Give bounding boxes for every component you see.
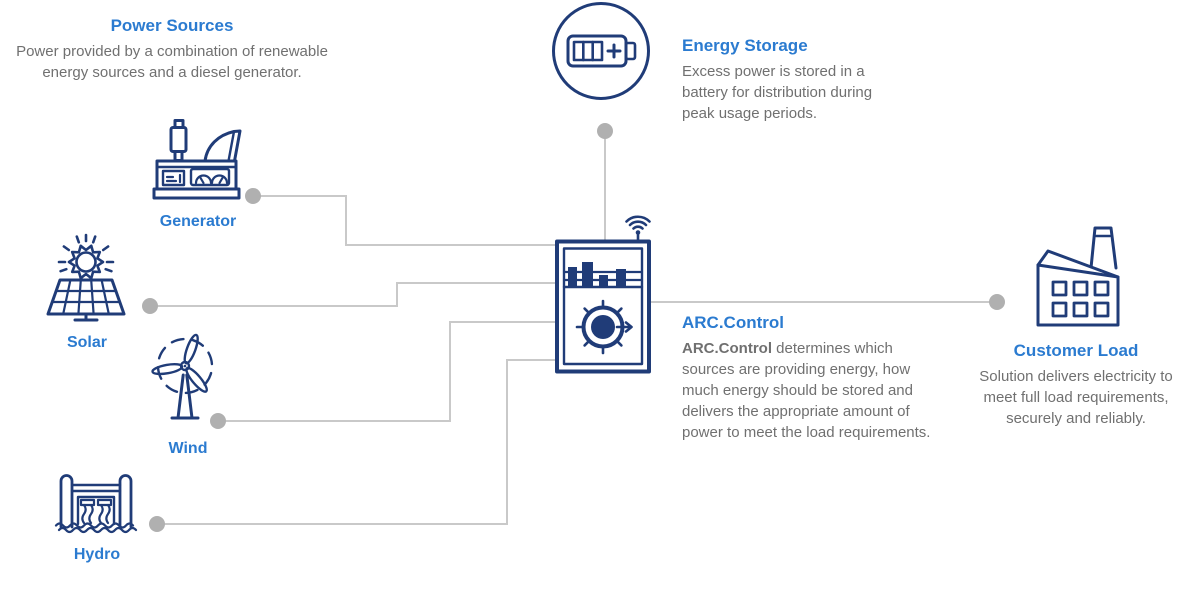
hydro-label: Hydro bbox=[73, 546, 121, 563]
energy-storage-block: Energy Storage Excess power is stored in… bbox=[682, 36, 900, 124]
control-wheel-icon bbox=[575, 299, 633, 355]
power-sources-title: Power Sources bbox=[110, 16, 234, 35]
connector-generator-to-control bbox=[253, 195, 556, 246]
control-description: ARC.Control determines which sources are… bbox=[682, 338, 938, 443]
power-sources-description: Power provided by a combination of renew… bbox=[16, 43, 328, 81]
wind-turbine-icon bbox=[147, 333, 223, 427]
control-description-rest: determines which sources are providing e… bbox=[682, 340, 931, 441]
hydro-dam-icon bbox=[53, 468, 139, 534]
connector-node-dot bbox=[989, 294, 1005, 310]
connector-node-dot bbox=[149, 516, 165, 532]
solar-label: Solar bbox=[66, 334, 107, 351]
antenna-wifi-icon bbox=[625, 215, 651, 243]
bar-chart-icon bbox=[562, 262, 644, 289]
energy-storage-title: Energy Storage bbox=[682, 36, 808, 55]
energy-storage-description: Excess power is stored in a battery for … bbox=[682, 63, 873, 122]
control-title: ARC.Control bbox=[682, 313, 784, 332]
generator-label: Generator bbox=[159, 213, 237, 230]
factory-icon bbox=[1028, 224, 1124, 328]
connector-wind-to-control bbox=[218, 321, 556, 422]
connector-node-dot bbox=[597, 123, 613, 139]
connector-node-dot bbox=[210, 413, 226, 429]
control-block: ARC.Control ARC.Control determines which… bbox=[682, 313, 938, 443]
customer-load-block: Customer Load Solution delivers electric… bbox=[965, 341, 1187, 429]
control-unit-icon bbox=[554, 209, 654, 374]
solar-panel-icon bbox=[38, 232, 134, 324]
connector-hydro-to-control bbox=[157, 359, 556, 525]
customer-load-title: Customer Load bbox=[1013, 341, 1139, 360]
connector-solar-to-control bbox=[150, 282, 556, 307]
connector-node-dot bbox=[142, 298, 158, 314]
control-description-lead: ARC.Control bbox=[682, 340, 772, 357]
generator-icon bbox=[151, 119, 247, 205]
power-sources-block: Power Sources Power provided by a combin… bbox=[2, 16, 342, 83]
connector-node-dot bbox=[245, 188, 261, 204]
customer-load-description: Solution delivers electricity to meet fu… bbox=[979, 368, 1173, 427]
battery-icon bbox=[561, 23, 641, 79]
wind-label: Wind bbox=[168, 440, 208, 457]
energy-storage-badge bbox=[552, 2, 650, 100]
